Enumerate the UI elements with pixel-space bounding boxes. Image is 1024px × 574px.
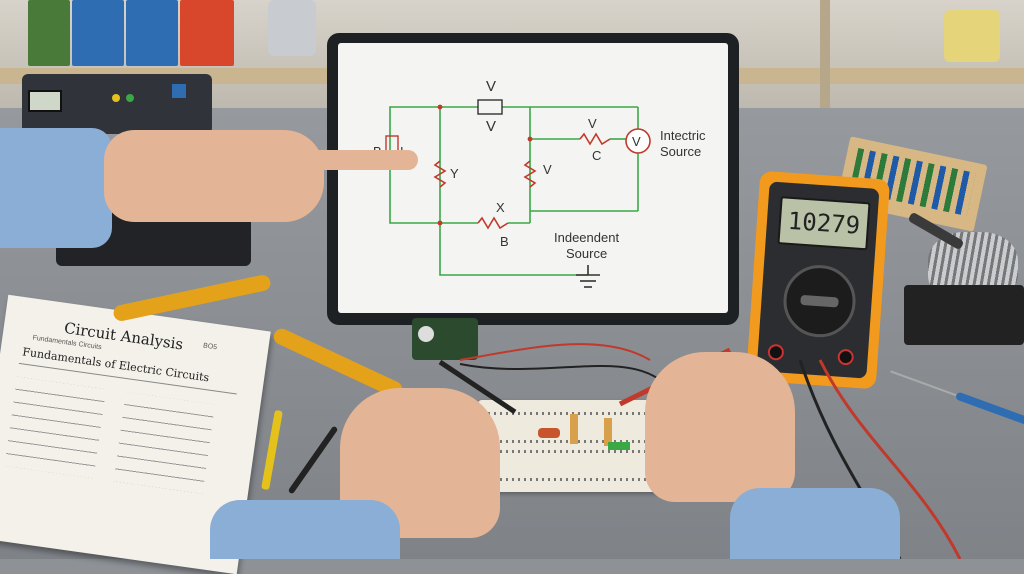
resistor-middle xyxy=(523,160,537,188)
left-sleeve xyxy=(0,128,112,248)
pointing-hand xyxy=(104,130,324,222)
right-bottom-sleeve xyxy=(730,488,900,559)
tablet-screen xyxy=(338,43,728,313)
resistor-right xyxy=(579,132,611,146)
resistor-left xyxy=(433,160,447,188)
battery-module xyxy=(412,318,478,360)
pointing-finger xyxy=(300,150,418,170)
resistor-top xyxy=(477,99,503,115)
circuit-schematic xyxy=(385,99,651,288)
wire-ground xyxy=(439,223,588,276)
voltmeter-symbol xyxy=(625,128,651,154)
label-mid-v: V xyxy=(543,162,552,177)
battery-terminal xyxy=(418,326,434,342)
label-source-2b: Source xyxy=(566,246,608,261)
label-right-v: V xyxy=(588,116,597,131)
controller-button xyxy=(112,94,120,102)
book-header: BO5 xyxy=(202,342,218,352)
label-source-2a: Indeendent xyxy=(554,230,620,245)
wire-left-loop xyxy=(389,106,441,224)
node-dot xyxy=(437,220,443,226)
label-voltmeter: V xyxy=(632,134,641,149)
controller-button-blue xyxy=(172,84,186,98)
ground-symbol xyxy=(576,265,600,288)
resistor xyxy=(604,418,612,446)
hole-row xyxy=(488,440,688,443)
soldering-stand xyxy=(904,285,1024,345)
hole-row xyxy=(488,412,688,415)
jar-yellow xyxy=(944,10,1000,62)
left-bottom-sleeve xyxy=(210,500,400,559)
label-bottom-x: X xyxy=(496,200,505,215)
node-dot xyxy=(437,104,443,110)
multimeter-display: 10279 xyxy=(777,196,871,251)
binder-blue xyxy=(72,0,124,66)
jar xyxy=(268,0,316,56)
component-green xyxy=(608,442,630,450)
dial-knob[interactable] xyxy=(800,294,839,308)
label-right-c: C xyxy=(592,148,602,163)
node-dot xyxy=(527,136,533,142)
resistor xyxy=(570,414,578,444)
equations-right xyxy=(113,392,216,494)
label-bottom-b: B xyxy=(500,234,509,249)
label-top-v2: V xyxy=(486,118,497,135)
binder-green xyxy=(28,0,70,66)
right-hand xyxy=(645,352,795,502)
binder-blue-2 xyxy=(126,0,178,66)
label-source-1a: Intectric xyxy=(660,128,706,143)
controller-display xyxy=(28,90,62,112)
controller-board xyxy=(22,74,212,134)
binder-red xyxy=(180,0,234,66)
label-mid-y: Y xyxy=(450,166,459,181)
label-top-v: V xyxy=(486,78,497,95)
capacitor xyxy=(538,428,560,438)
hole-row xyxy=(488,478,688,481)
shelf-post xyxy=(820,0,830,112)
controller-button xyxy=(126,94,134,102)
resistor-bottom xyxy=(477,216,509,230)
hole-row xyxy=(488,450,688,453)
equations-left xyxy=(4,376,107,479)
screwdriver xyxy=(890,370,1024,426)
label-source-1b: Source xyxy=(660,144,702,159)
